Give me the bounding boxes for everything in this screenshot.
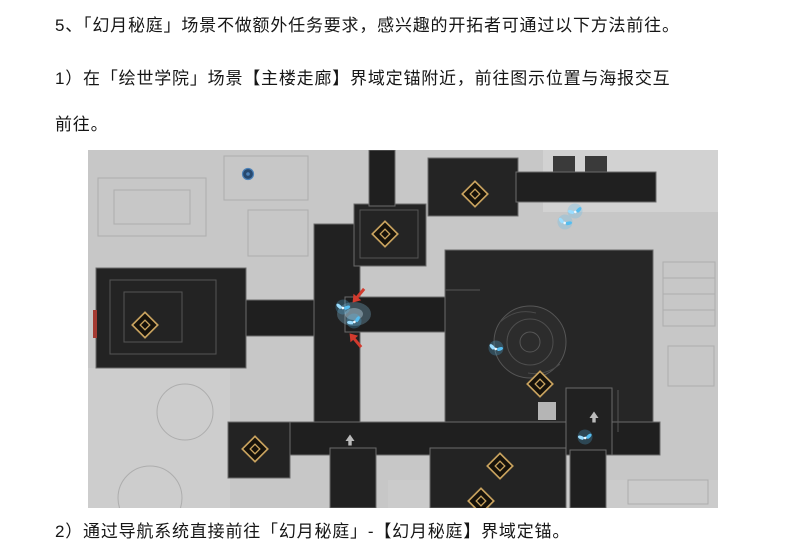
teleport-anchor-marker xyxy=(461,180,489,208)
teleport-anchor-marker xyxy=(526,370,554,398)
up-arrow-icon xyxy=(345,434,355,446)
step-5-2-text: 2）通过导航系统直接前往「幻月秘庭」-【幻月秘庭】界域定锚。 xyxy=(55,522,571,541)
butterfly-marker xyxy=(346,313,362,329)
game-minimap xyxy=(88,150,718,508)
teleport-anchor-marker xyxy=(371,220,399,248)
butterfly-marker xyxy=(577,429,593,445)
map-screenshot xyxy=(88,150,718,508)
up-arrow-icon xyxy=(589,411,599,423)
step-5-text: 5、「幻月秘庭」场景不做额外任务要求，感兴趣的开拓者可通过以下方法前往。 xyxy=(55,16,680,35)
butterfly-marker xyxy=(557,214,573,230)
map-architecture-outlines xyxy=(97,155,716,508)
teleport-anchor-marker xyxy=(467,487,495,508)
step-5-1-text-line2: 前往。 xyxy=(55,115,109,134)
map-room-details xyxy=(109,209,619,432)
butterfly-marker xyxy=(335,299,351,315)
enemy-marker xyxy=(241,167,255,181)
red-door-marker xyxy=(93,310,97,338)
butterfly-marker xyxy=(488,340,504,356)
step-5-1-text-line1: 1）在「绘世学院」场景【主楼走廊】界域定锚附近，前往图示位置与海报交互 xyxy=(55,69,671,88)
teleport-anchor-marker xyxy=(241,435,269,463)
light-floor-tile xyxy=(538,402,556,420)
red-arrow-annotation xyxy=(352,287,366,303)
map-marker-layer xyxy=(131,167,599,508)
teleport-anchor-marker xyxy=(486,452,514,480)
butterfly-marker xyxy=(567,203,583,219)
teleport-anchor-marker xyxy=(131,311,159,339)
map-stairs-blocks xyxy=(553,156,607,172)
map-garden xyxy=(493,305,567,379)
red-arrow-annotation xyxy=(349,333,363,349)
